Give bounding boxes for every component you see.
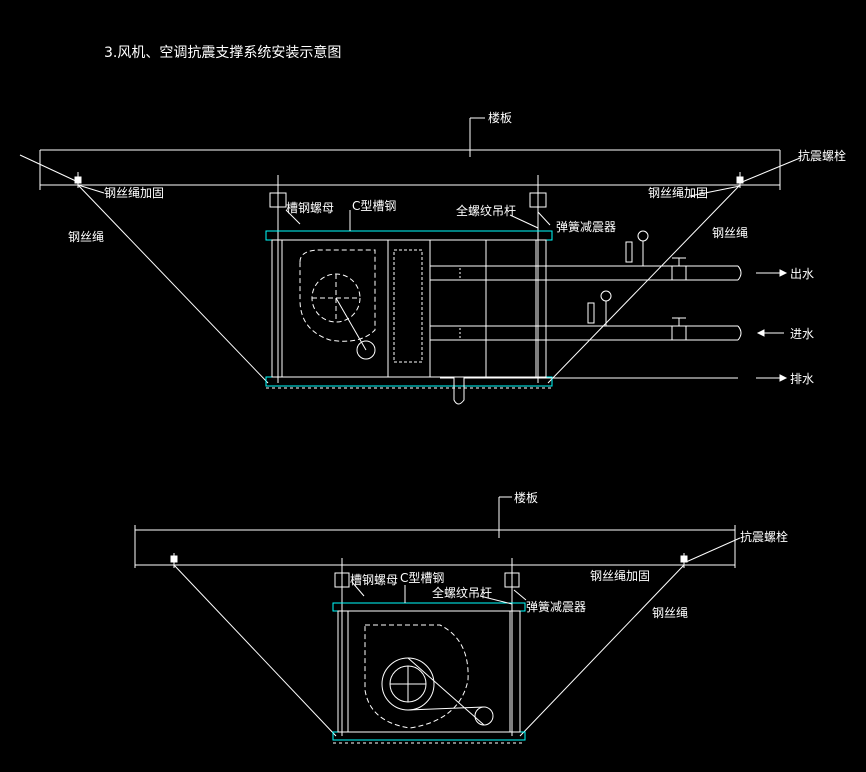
bottom-leader-nut — [351, 581, 365, 597]
top-slab-label: 楼板 — [488, 110, 512, 125]
top-inlet-flex — [429, 325, 461, 341]
top-thermometer-in — [587, 290, 612, 326]
top-thermometer-out — [625, 230, 649, 266]
top-coil — [393, 249, 423, 363]
top-threaded-rod-label: 全螺纹吊杆 — [456, 203, 516, 218]
top-leader-damper — [537, 211, 551, 226]
bottom-fan-housing — [337, 610, 521, 733]
bottom-bolt-label: 抗震螺栓 — [740, 529, 788, 544]
top-channel-nut-label: 槽钢螺母 — [286, 201, 334, 215]
bottom-reinforce-label: 钢丝绳加固 — [590, 569, 650, 583]
top-c-channel-upper — [265, 230, 553, 241]
top-rope-left — [77, 184, 269, 384]
top-reinforce-label-right: 钢丝绳加固 — [648, 186, 708, 200]
top-bolt-label: 抗震螺栓 — [798, 148, 846, 163]
bottom-rope-right — [519, 564, 685, 737]
bottom-spring-damper-label: 弹簧减震器 — [526, 599, 586, 614]
top-valve-out — [671, 257, 687, 281]
bottom-anchor-right — [680, 553, 688, 568]
bottom-c-channel-lower — [332, 731, 526, 741]
top-rope-right — [547, 184, 741, 384]
bottom-rope-label: 钢丝绳 — [652, 606, 688, 620]
top-motor — [356, 340, 376, 360]
bottom-leader-rod — [479, 595, 513, 605]
bottom-c-channel-label: C型槽钢 — [400, 571, 444, 585]
top-ahu-housing — [271, 239, 547, 378]
bottom-threaded-rod-label: 全螺纹吊杆 — [432, 585, 492, 600]
bottom-leader-damper — [513, 589, 527, 601]
top-bolt-leader-right — [741, 157, 801, 183]
top-c-channel-label: C型槽钢 — [352, 199, 396, 213]
top-outlet-flex — [429, 265, 461, 281]
top-arrow-in — [756, 329, 784, 337]
bottom-damper-right — [504, 572, 520, 588]
bottom-anchor-left — [170, 553, 178, 568]
top-reinforce-label-left: 钢丝绳加固 — [104, 186, 164, 200]
top-diagram — [19, 117, 801, 405]
top-arrow-drain — [756, 374, 788, 382]
bottom-motor — [474, 706, 494, 726]
top-damper-right — [529, 192, 547, 208]
bottom-channel-nut-label: 槽钢螺母 — [350, 573, 398, 587]
top-leader-reinforce-left — [77, 184, 105, 194]
top-leader-nut — [285, 209, 301, 225]
top-drain-trap — [440, 377, 470, 405]
diagram-title: 3.风机、空调抗震支撑系统安装示意图 — [104, 44, 341, 61]
top-spring-damper-label: 弹簧减震器 — [556, 219, 616, 234]
top-damper-left — [269, 192, 287, 208]
bottom-slab-label: 楼板 — [514, 490, 538, 505]
top-rope-label-right: 钢丝绳 — [712, 226, 748, 240]
bottom-c-channel-upper — [332, 602, 526, 612]
top-rope-label-left: 钢丝绳 — [68, 230, 104, 244]
top-water-in-label: 进水 — [790, 327, 814, 341]
top-leader-rod — [509, 214, 539, 229]
top-leader-reinforce-right — [689, 185, 741, 197]
top-fan-scroll — [299, 249, 376, 342]
bottom-fan-scroll — [364, 624, 469, 729]
bottom-diagram — [134, 496, 741, 744]
bottom-bolt-leader — [685, 537, 741, 563]
top-drain-label: 排水 — [790, 372, 814, 386]
top-valve-in — [671, 317, 687, 341]
top-water-out-label: 出水 — [790, 267, 814, 281]
bottom-damper-left — [334, 572, 350, 588]
top-arrow-out — [756, 269, 788, 277]
top-bolt-leader-left — [19, 154, 79, 183]
bottom-rope-left — [173, 564, 337, 737]
